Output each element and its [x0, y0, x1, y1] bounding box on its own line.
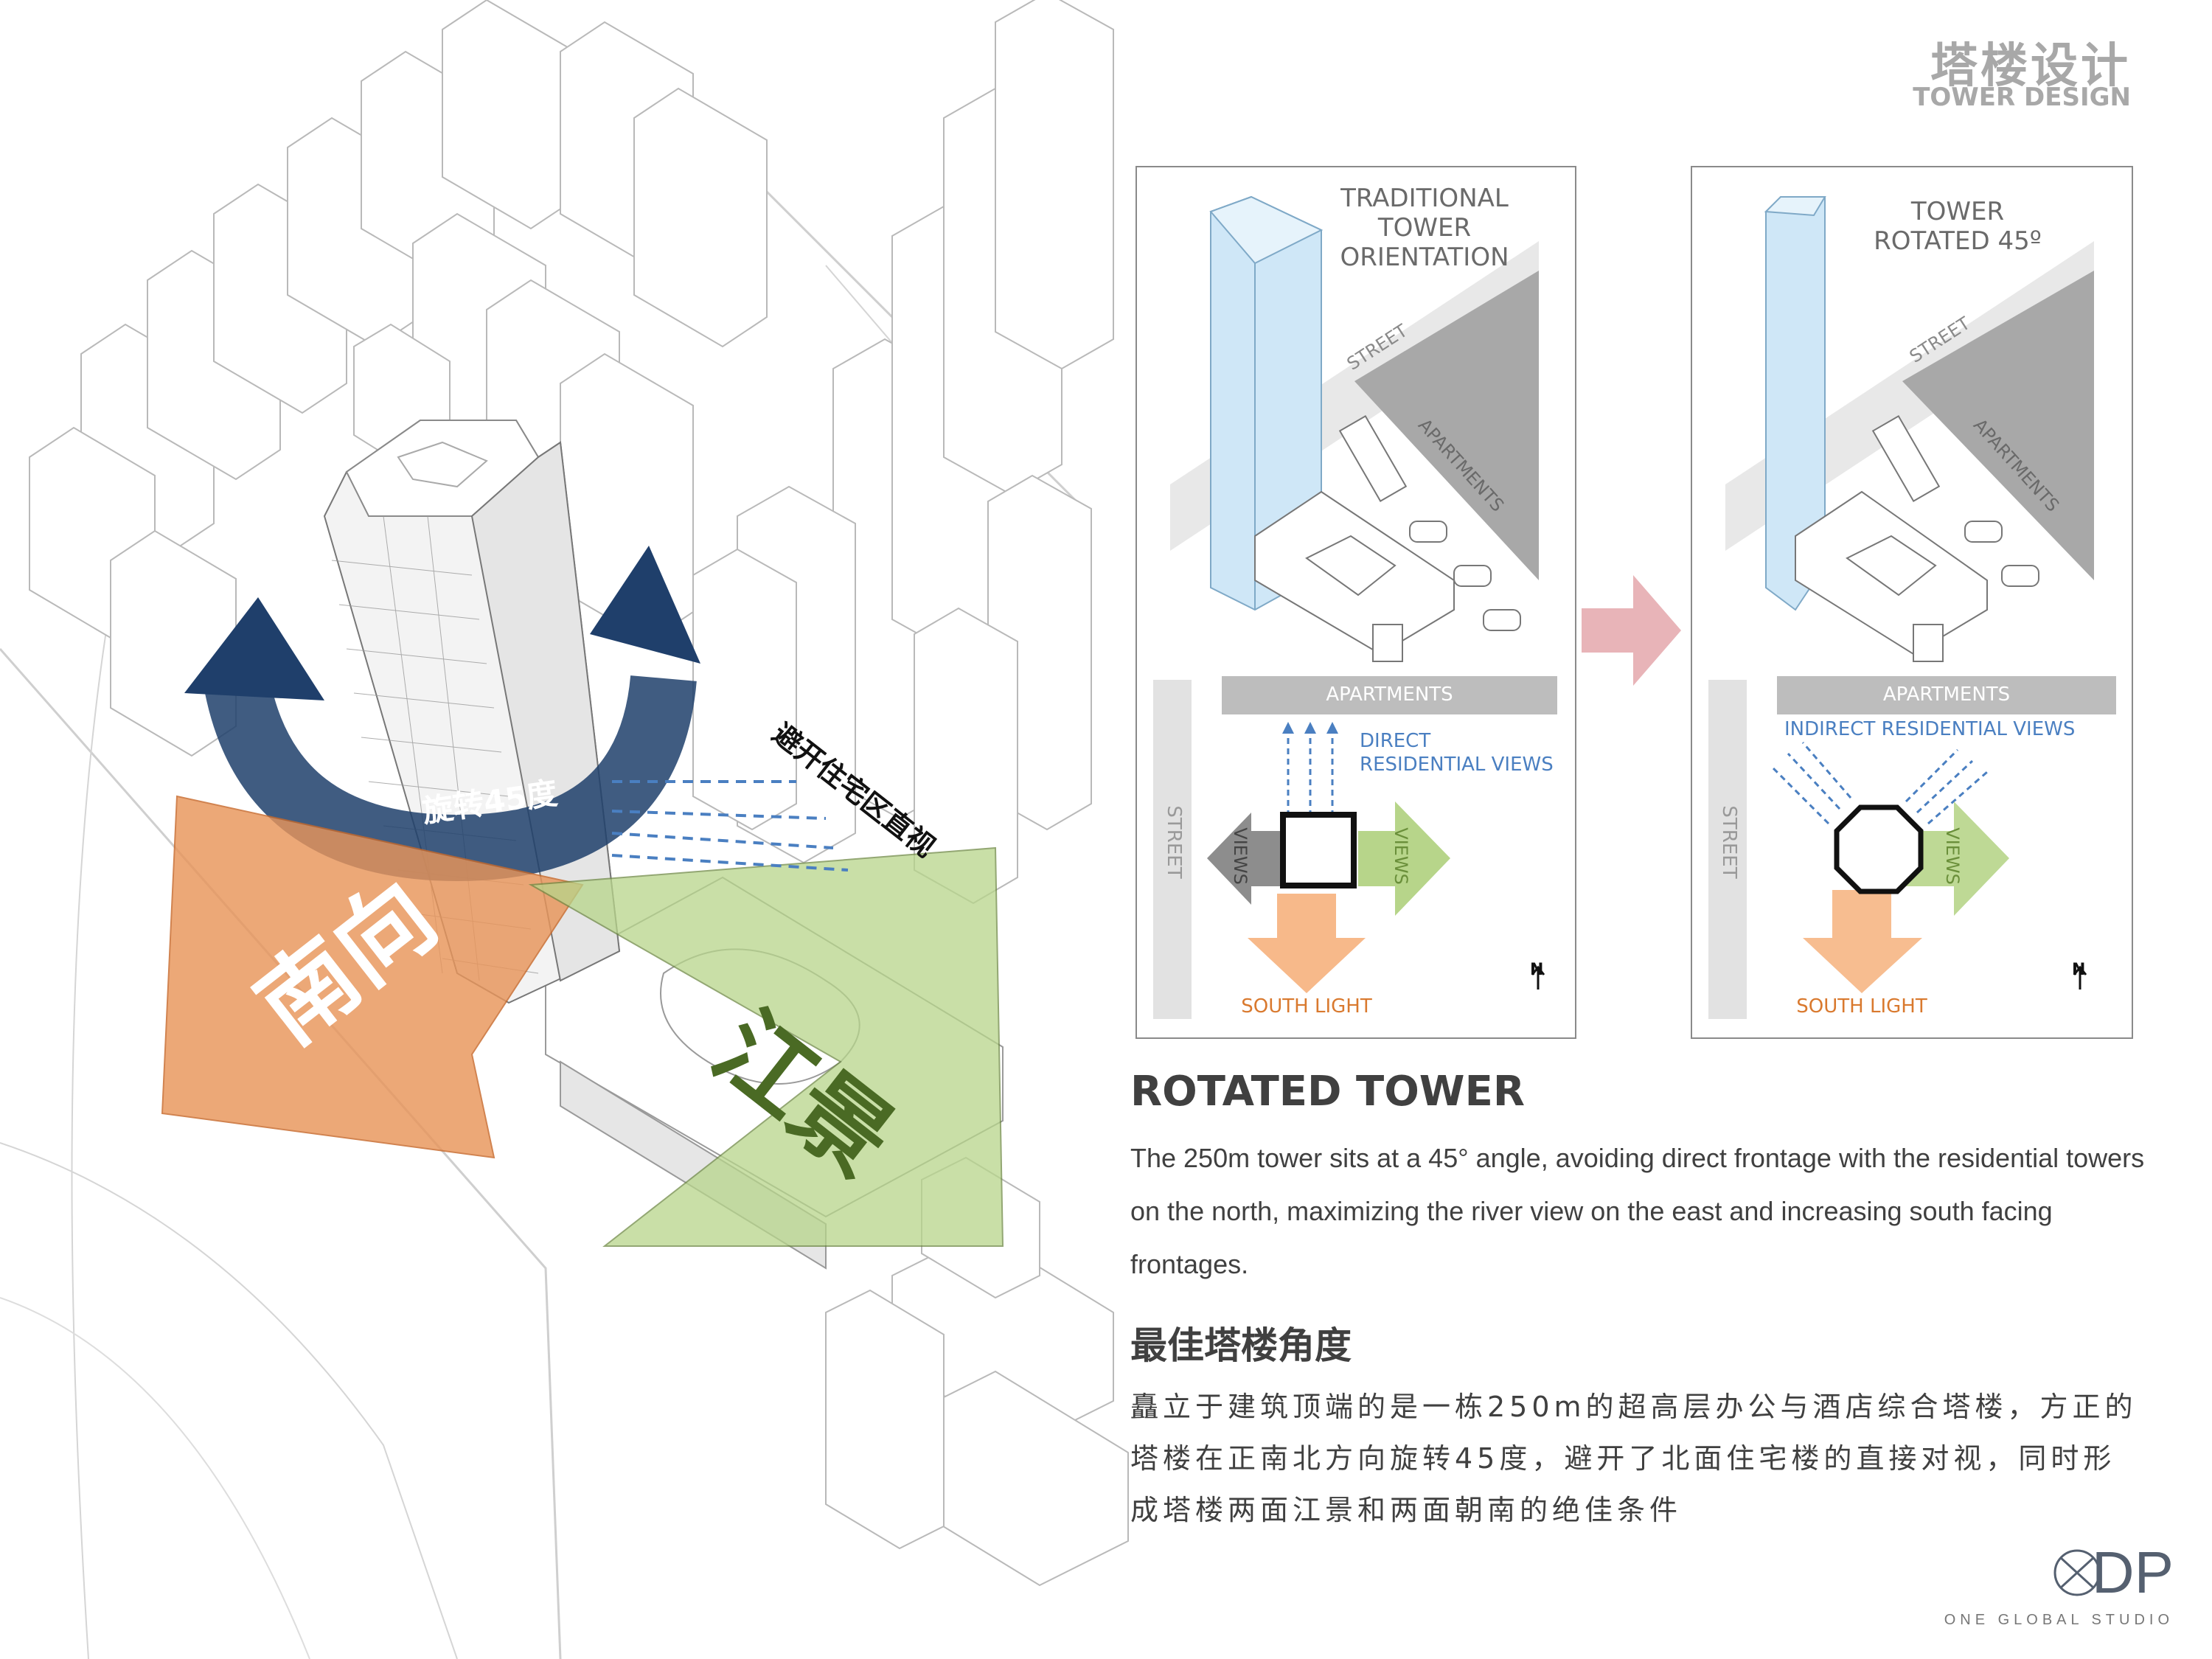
north-label: N [2072, 961, 2086, 979]
context-buildings [0, 0, 1129, 1659]
page-title-en: TOWER DESIGN [1913, 83, 2131, 112]
site-axonometric-drawing: 旋转45度 南向 江景 避开住宅区直视 [0, 0, 1129, 1659]
direct-views-label: DIRECT RESIDENTIAL VIEWS [1360, 730, 1554, 776]
traditional-title-line: TRADITIONAL [1340, 184, 1509, 213]
traditional-title-line: ORIENTATION [1340, 243, 1509, 272]
plan-street-label: STREET [1163, 805, 1185, 879]
paragraph-en: The 250m tower sits at a 45° angle, avoi… [1130, 1143, 2145, 1279]
plan-street-label: STREET [1718, 805, 1740, 879]
indirect-views-label: INDIRECT RESIDENTIAL VIEWS [1784, 718, 2076, 740]
rotated-title-line: TOWER [1910, 197, 2005, 226]
south-light-label: SOUTH LIGHT [1241, 995, 1372, 1018]
logo-knot-icon [2053, 1549, 2101, 1596]
rotated-title: TOWER ROTATED 45º [1847, 197, 2068, 256]
logo-subtitle: ONE GLOBAL STUDIO [1944, 1612, 2174, 1628]
plan-apartments-label: APARTMENTS [1326, 684, 1453, 706]
traditional-title: TRADITIONAL TOWER ORIENTATION [1325, 184, 1524, 272]
rotated-title-line: ROTATED 45º [1874, 226, 2042, 256]
traditional-title-line: TOWER [1377, 213, 1472, 243]
heading-en: ROTATED TOWER [1130, 1068, 1525, 1116]
south-light-label: SOUTH LIGHT [1796, 995, 1927, 1018]
views-right-label: VIEWS [1942, 827, 1963, 885]
river-arrow [528, 846, 1004, 1247]
rotated-diagram [1708, 196, 2116, 1019]
logo-text: DP [2091, 1540, 2174, 1605]
transition-arrow [1582, 575, 1681, 686]
views-right-label: VIEWS [1391, 827, 1411, 885]
rotation-arrow [184, 546, 700, 882]
page-title-cn: 塔楼设计 [1930, 39, 2131, 94]
heading-cn: 最佳塔楼角度 [1130, 1324, 1352, 1367]
south-arrow [161, 795, 584, 1159]
paragraph-cn: 矗立于建筑顶端的是一栋250m的超高层办公与酒店综合塔楼，方正的塔楼在正南北方向… [1130, 1391, 2138, 1526]
plan-apartments-label: APARTMENTS [1882, 684, 2011, 706]
avoid-view-arrows [611, 780, 849, 872]
traditional-diagram [1153, 195, 1557, 1019]
rotated-tower-panel: TOWER ROTATED 45º STREET APARTMENTS APAR… [1691, 166, 2133, 1039]
north-label: N [1530, 961, 1544, 979]
views-left-label: VIEWS [1230, 827, 1251, 885]
traditional-orientation-panel: TRADITIONAL TOWER ORIENTATION STREET APA… [1135, 166, 1576, 1039]
